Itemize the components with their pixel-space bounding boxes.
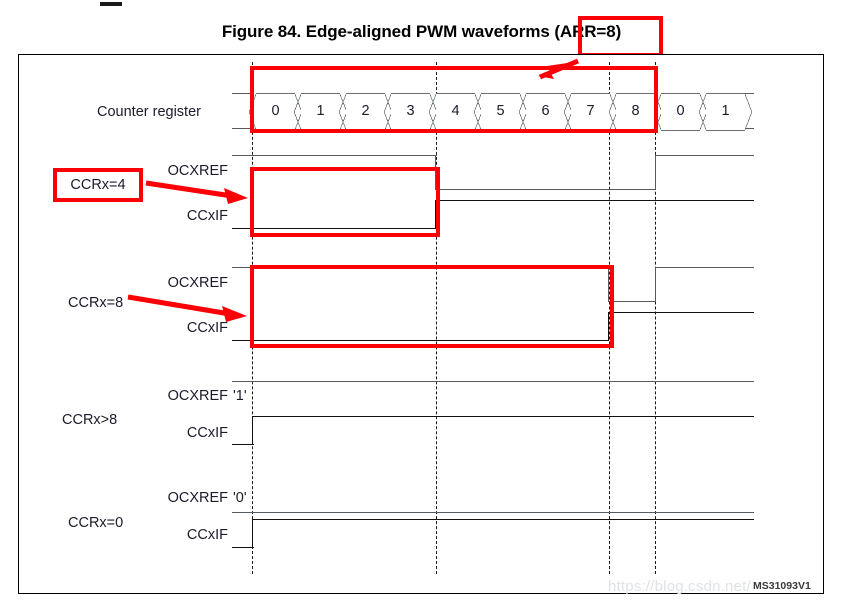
signal-label-ocxref-ccrxgt8: OCXREF <box>167 388 228 404</box>
counter-cell-value: 6 <box>541 103 550 119</box>
counter-cell-shape <box>519 93 572 131</box>
signal-label-ccxif-ccrx0: CCxIF <box>186 527 228 543</box>
level-text-ocxref-ccrxgt8: '1' <box>233 388 247 404</box>
wave-ccxif-ccrxgt8-low <box>232 444 254 446</box>
wave-ccxif-ccrx8-high <box>608 312 754 314</box>
wave-ccxif-ccrx0-high <box>252 519 754 521</box>
wave-ccxif-ccrx4-low <box>232 228 437 230</box>
figure-id-text: MS31093V1 <box>753 580 811 592</box>
wave-ocxref-ccrx4-rise <box>655 155 657 190</box>
annotation-box-ccrx4-waveform <box>250 167 440 237</box>
time-marker-restart <box>655 62 656 574</box>
figure-title: Figure 84. Edge-aligned PWM waveforms (A… <box>0 22 843 42</box>
group-label-ccrx4: CCRx=4 <box>53 168 143 202</box>
counter-cell: 8 <box>609 93 662 131</box>
signal-label-ocxref-ccrx0: OCXREF <box>167 490 228 506</box>
watermark-text: https://blog.csdn.net/ <box>608 578 751 595</box>
level-text-ocxref-ccrx0: '0' <box>233 490 247 506</box>
counter-cell-value: 8 <box>631 103 640 119</box>
counter-cell-value: 2 <box>361 103 370 119</box>
wave-ccxif-ccrx4-high <box>435 200 754 202</box>
signal-label-ccxif-ccrxgt8: CCxIF <box>186 425 228 441</box>
counter-register-label: Counter register <box>97 104 201 120</box>
counter-cell: 1 <box>699 93 752 131</box>
counter-rail-top-left <box>232 93 254 95</box>
counter-rail-bottom-left <box>232 128 254 130</box>
page-corner-artifact <box>100 2 122 6</box>
counter-cell-value: 1 <box>316 103 325 119</box>
wave-ocxref-ccrx0-low <box>232 512 754 514</box>
wave-ocxref-ccrx4-high2 <box>655 155 754 157</box>
counter-cell-value: 5 <box>496 103 505 119</box>
wave-ccxif-ccrx0-low <box>232 547 254 549</box>
wave-ccxif-ccrxgt8-rise <box>252 416 254 445</box>
group-label-ccrx8: CCRx=8 <box>68 295 124 311</box>
counter-cell-shape <box>699 93 752 131</box>
wave-ocxref-ccrx4-fall <box>435 155 437 190</box>
group-label-ccrxgt8: CCRx>8 <box>62 412 118 428</box>
counter-cell-value: 1 <box>721 103 730 119</box>
counter-cell: 0 <box>654 93 707 131</box>
counter-cell-shape <box>609 93 662 131</box>
annotation-box-ccrx8-waveform <box>250 265 614 348</box>
counter-cell-value: 7 <box>586 103 595 119</box>
wave-ocxref-ccrx4-low <box>435 189 656 191</box>
wave-ccxif-ccrxgt8-high <box>252 416 754 418</box>
counter-rail-top-right <box>742 93 754 95</box>
group-label-ccrx0: CCRx=0 <box>68 515 124 531</box>
signal-label-ocxref-ccrx4: OCXREF <box>167 163 228 179</box>
annotation-box-arr <box>578 16 663 57</box>
wave-ocxref-ccrx8-low <box>608 301 656 303</box>
wave-ccxif-ccrx0-rise <box>252 519 254 548</box>
signal-label-ccxif-ccrx8: CCxIF <box>186 320 228 336</box>
wave-ccxif-ccrx8-rise <box>608 312 610 341</box>
signal-label-ccxif-ccrx4: CCxIF <box>186 208 228 224</box>
counter-cell-value: 4 <box>451 103 460 119</box>
signal-label-ocxref-ccrx8: OCXREF <box>167 275 228 291</box>
wave-ccxif-ccrx4-rise <box>435 200 437 229</box>
wave-ccxif-ccrx8-low <box>232 340 609 342</box>
wave-ocxref-ccrx8-high2 <box>655 267 754 269</box>
counter-cell-value: 3 <box>406 103 415 119</box>
counter-cell-value: 0 <box>271 103 280 119</box>
figure-frame <box>18 54 824 594</box>
counter-cell: 6 <box>519 93 572 131</box>
figure-title-main: Figure 84. Edge-aligned PWM waveforms <box>221 22 555 41</box>
time-marker-count8 <box>609 62 610 574</box>
wave-ocxref-ccrx4-high <box>232 155 437 157</box>
wave-ocxref-ccrxgt8-high <box>232 381 754 383</box>
wave-ocxref-ccrx8-fall <box>608 267 610 302</box>
time-marker-count4 <box>436 62 437 574</box>
counter-cell-value: 0 <box>676 103 685 119</box>
figure-title-highlight: (ARR=8) <box>554 22 622 41</box>
wave-ocxref-ccrx8-rise <box>655 267 657 302</box>
annotation-box-counter-period <box>250 66 658 133</box>
